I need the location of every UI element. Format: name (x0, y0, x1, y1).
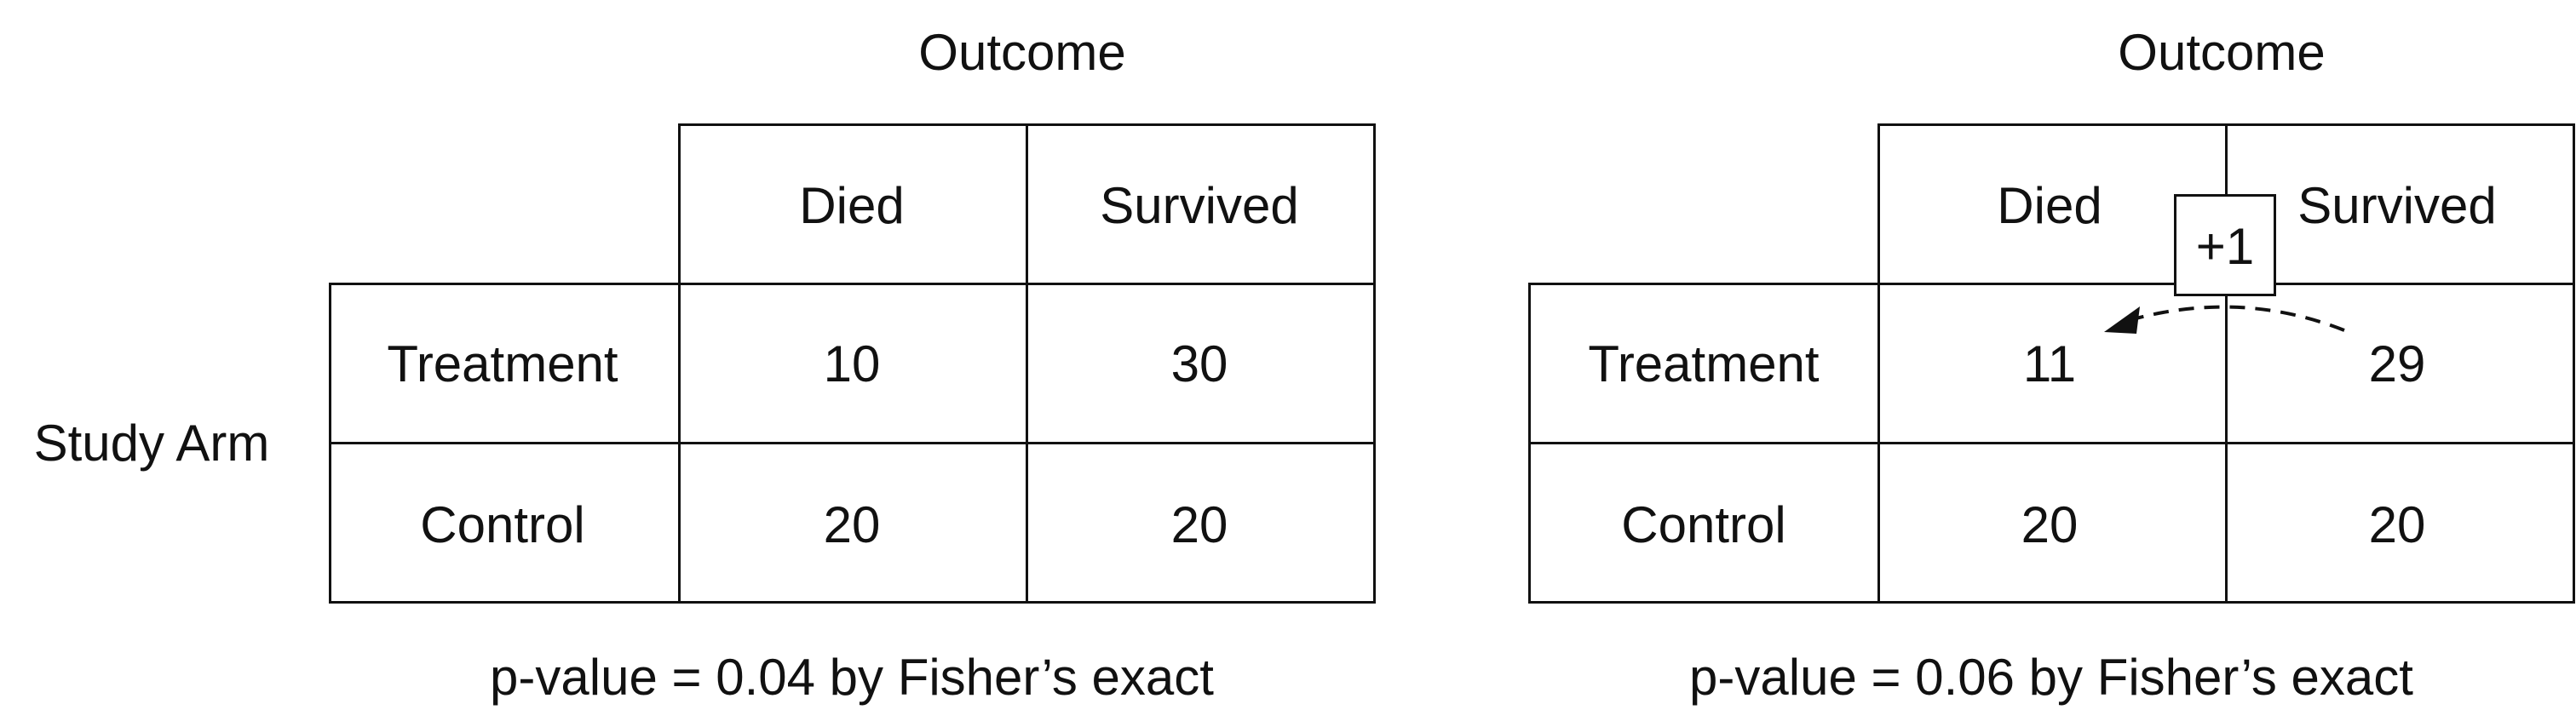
left-value-treatment-survived: 30 (1170, 335, 1228, 392)
right-control-survived-cell (2225, 442, 2575, 604)
right-column-header-survived: Survived (2297, 177, 2497, 234)
right-row-label-treatment: Treatment (1588, 335, 1820, 392)
left-value-control-died: 20 (823, 496, 881, 553)
left-value-treatment-died: 10 (823, 335, 881, 392)
right-value-treatment-died: 11 (2022, 335, 2077, 392)
left-row-label-treatment: Treatment (387, 335, 618, 392)
right-value-treatment-survived: 29 (2368, 335, 2426, 392)
left-outcome-title: Outcome (918, 24, 1126, 81)
left-column-header-survived: Survived (1100, 177, 1299, 234)
right-column-header-died: Died (1997, 177, 2102, 234)
left-value-control-survived: 20 (1170, 496, 1228, 553)
left-control-survived-cell (1026, 442, 1376, 604)
right-row-label-control: Control (1621, 496, 1786, 553)
left-column-header-died: Died (799, 177, 905, 234)
left-study-arm-label: Study Arm (33, 415, 270, 472)
left-row-label-control: Control (420, 496, 585, 553)
left-pvalue-caption: p-value = 0.04 by Fisher’s exact (490, 649, 1214, 706)
right-pvalue-caption: p-value = 0.06 by Fisher’s exact (1689, 649, 2413, 706)
transfer-arrowhead (2104, 306, 2140, 334)
transfer-arrow-path (2129, 305, 2345, 332)
plus-one-label: +1 (2195, 218, 2255, 275)
right-value-control-died: 20 (2021, 496, 2079, 553)
right-value-control-survived: 20 (2368, 496, 2426, 553)
plus-one-box (2174, 194, 2276, 296)
right-outcome-title: Outcome (2118, 24, 2326, 81)
